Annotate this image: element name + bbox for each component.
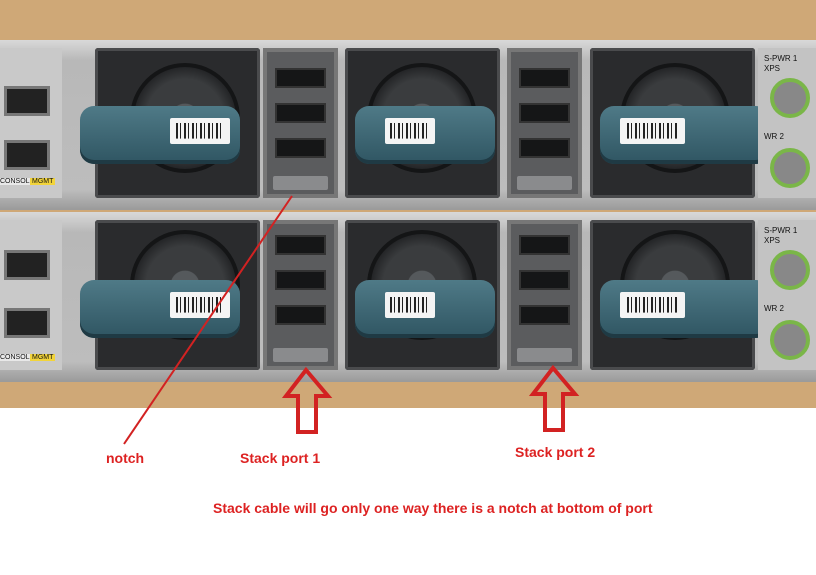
stack-slot	[275, 138, 326, 158]
fan-module-3	[590, 220, 770, 370]
power-ring-icon	[770, 148, 810, 188]
stack-notch	[273, 348, 328, 362]
barcode-label	[385, 118, 435, 144]
stack-notch	[517, 348, 572, 362]
fan-module-2	[345, 48, 500, 198]
console-port	[4, 86, 50, 116]
fan-module-3	[590, 48, 770, 198]
power-ring-icon	[770, 320, 810, 360]
xps-label: XPS	[764, 64, 781, 73]
up-arrow-icon	[281, 366, 333, 434]
power-panel: S-PWR 1 XPS WR 2	[758, 48, 816, 198]
mgmt-port	[4, 140, 50, 170]
stack-slot	[519, 68, 570, 88]
stack-slot	[519, 235, 570, 255]
stack-slot	[519, 270, 570, 290]
notch-caption: notch	[106, 450, 145, 466]
console-label: CONSOLE	[0, 178, 35, 185]
console-port	[4, 250, 50, 280]
console-label: CONSOLE	[0, 354, 35, 361]
stack-port-1	[263, 48, 338, 198]
switch-unit-bottom: CONSOLE MGMT	[0, 212, 816, 382]
stack-notch	[273, 176, 328, 190]
barcode-label	[385, 292, 435, 318]
pwr2-label: WR 2	[764, 132, 784, 141]
notch-pointer-line	[123, 195, 293, 445]
stack-port-2-caption: Stack port 2	[515, 444, 596, 460]
stack-slot	[275, 235, 326, 255]
management-panel: CONSOLE MGMT	[0, 220, 62, 370]
power-panel: S-PWR 1 XPS WR 2	[758, 220, 816, 370]
stack-port-2	[507, 220, 582, 370]
stack-slot	[275, 305, 326, 325]
mgmt-label: MGMT	[30, 178, 56, 185]
fan-module-1	[80, 48, 260, 198]
barcode-label	[170, 118, 230, 144]
stack-port-2	[507, 48, 582, 198]
spwr-label: S-PWR 1	[764, 226, 798, 235]
barcode-label	[620, 292, 685, 318]
stack-slot	[519, 103, 570, 123]
stack-notch	[517, 176, 572, 190]
xps-label: XPS	[764, 236, 781, 245]
stack-port-1-caption: Stack port 1	[240, 450, 321, 466]
mgmt-port	[4, 308, 50, 338]
switch-photo: CONSOLE MGMT	[0, 0, 816, 408]
stack-slot	[275, 103, 326, 123]
fan-module-2	[345, 220, 500, 370]
stack-port-1	[263, 220, 338, 370]
barcode-label	[620, 118, 685, 144]
stack-slot	[519, 305, 570, 325]
stack-cable-note: Stack cable will go only one way there i…	[213, 500, 653, 516]
switch-unit-top: CONSOLE MGMT	[0, 40, 816, 210]
management-panel: CONSOLE MGMT	[0, 48, 62, 198]
spwr-label: S-PWR 1	[764, 54, 798, 63]
pwr2-label: WR 2	[764, 304, 784, 313]
stack-slot	[275, 68, 326, 88]
barcode-label	[170, 292, 230, 318]
fan-module-1	[80, 220, 260, 370]
mgmt-label: MGMT	[30, 354, 56, 361]
stack-slot	[275, 270, 326, 290]
stack-slot	[519, 138, 570, 158]
power-ring-icon	[770, 250, 810, 290]
up-arrow-icon	[528, 364, 580, 432]
power-ring-icon	[770, 78, 810, 118]
